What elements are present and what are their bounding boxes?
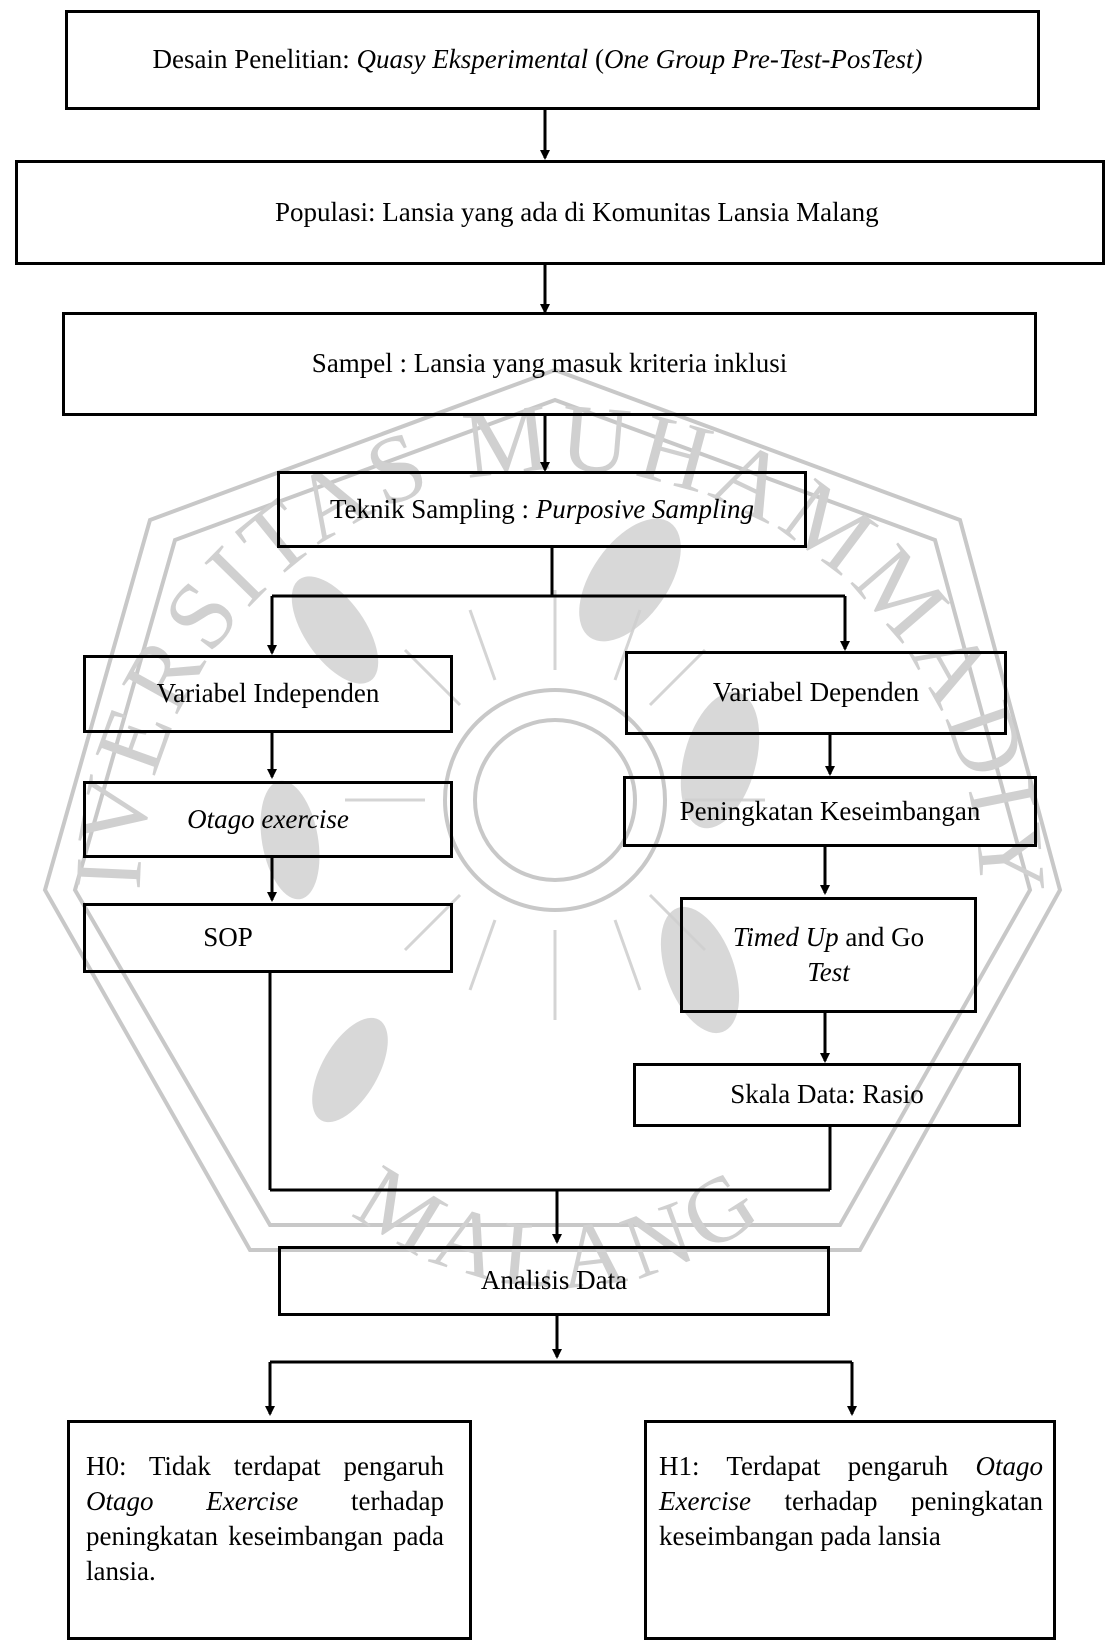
dependent-label: Variabel Dependen <box>712 677 920 708</box>
design-paren: ( <box>588 44 604 75</box>
intervention-box: Otago exercise <box>83 781 453 858</box>
h0-prefix: H0: Tidak terdapat pengaruh <box>86 1451 444 1481</box>
data-scale-text: Skala Data: Rasio <box>730 1079 924 1110</box>
research-design-box: Desain Penelitian: Quasy Eksperimental (… <box>65 10 1040 110</box>
data-scale-box: Skala Data: Rasio <box>633 1063 1021 1127</box>
test-name-mid: and Go <box>838 921 925 952</box>
test-name-2: Test <box>807 957 850 987</box>
test-name-1: Timed Up <box>732 921 839 952</box>
sample-text: Sampel : Lansia yang masuk kriteria inkl… <box>311 348 788 379</box>
test-box: Timed Up and Go Test <box>680 897 977 1013</box>
outcome-text: Peningkatan Keseimbangan <box>679 795 981 826</box>
design-title: Quasy Eksperimental <box>356 44 589 75</box>
h0-italic: Otago Exercise <box>86 1486 299 1517</box>
university-seal-watermark: UNIVERSITAS MUHAMMADIYAH MALANG <box>0 330 1063 1309</box>
design-prefix: Desain Penelitian: <box>152 44 357 75</box>
sop-text: SOP <box>203 922 253 953</box>
independent-label: Variabel Independen <box>156 678 380 709</box>
intervention-text: Otago exercise <box>187 803 349 834</box>
population-box: Populasi: Lansia yang ada di Komunitas L… <box>15 160 1105 265</box>
outcome-box: Peningkatan Keseimbangan <box>623 776 1037 847</box>
design-subtitle: One Group Pre-Test-PosTest) <box>603 44 923 75</box>
sample-box: Sampel : Lansia yang masuk kriteria inkl… <box>62 312 1037 416</box>
sop-box: SOP <box>83 903 453 973</box>
sampling-method: Purposive Sampling <box>535 493 755 524</box>
h1-prefix: H1: Terdapat pengaruh <box>659 1451 976 1481</box>
h1-suffix: terhadap peningkatan keseimbangan pada l… <box>659 1486 1043 1552</box>
population-text: Populasi: Lansia yang ada di Komunitas L… <box>275 196 879 227</box>
hypothesis-h0-box: H0: Tidak terdapat pengaruh Otago Exerci… <box>67 1420 472 1640</box>
sampling-prefix: Teknik Sampling : <box>329 493 536 524</box>
analysis-box: Analisis Data <box>278 1246 830 1316</box>
h0-suffix: terhadap peningkatan keseimbangan pada l… <box>86 1486 444 1587</box>
dependent-variable-box: Variabel Dependen <box>625 651 1007 735</box>
sampling-technique-box: Teknik Sampling : Purposive Sampling <box>277 471 807 548</box>
hypothesis-h1-box: H1: Terdapat pengaruh Otago Exercise ter… <box>644 1420 1056 1640</box>
h1-italic: Otago Exercise <box>659 1451 1043 1517</box>
independent-variable-box: Variabel Independen <box>83 655 453 733</box>
analysis-text: Analisis Data <box>480 1265 628 1296</box>
